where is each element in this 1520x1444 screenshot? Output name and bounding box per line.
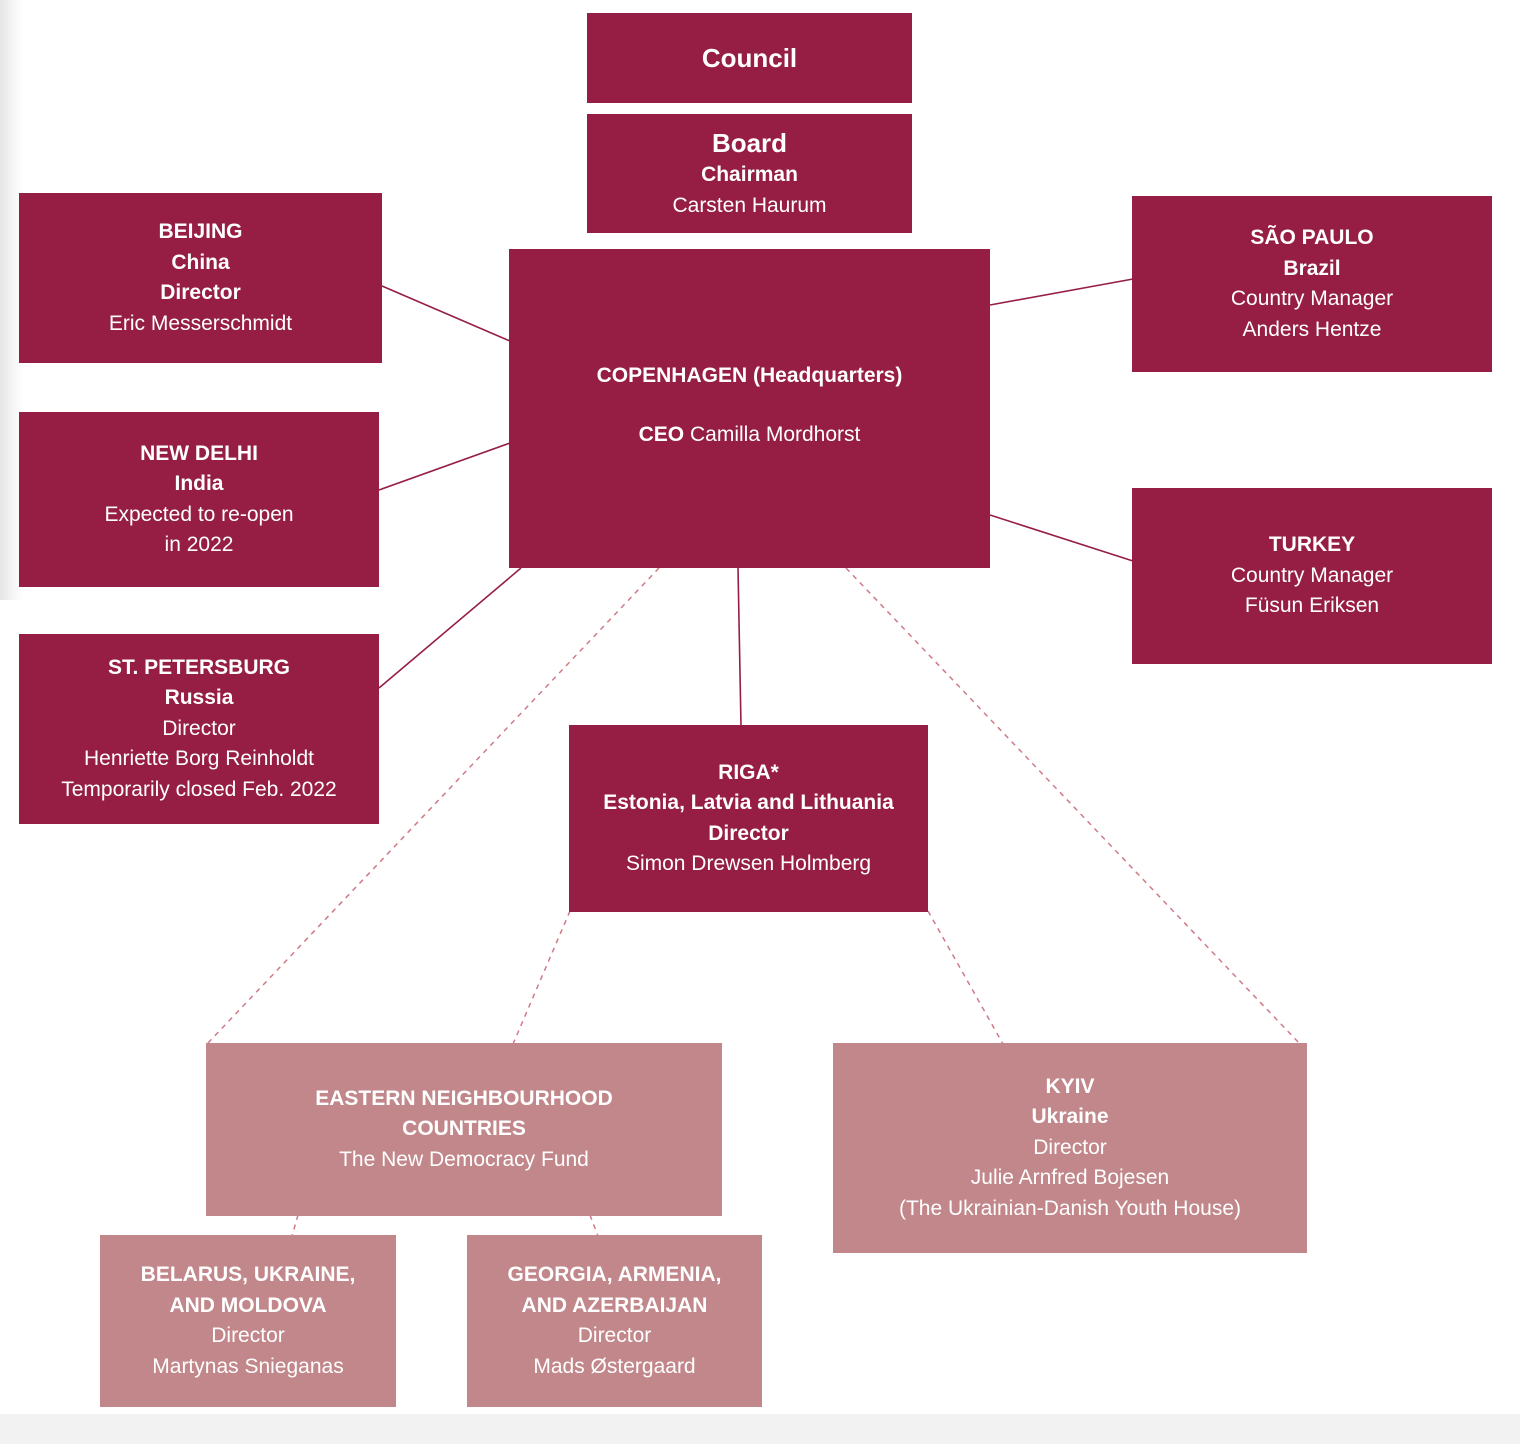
council-box: Council: [587, 13, 912, 103]
headquarters-title: COPENHAGEN (Headquarters): [596, 364, 903, 387]
kyiv-name: Julie Arnfred Bojesen: [970, 1166, 1170, 1190]
beijing-name: Eric Messerschmidt: [108, 311, 293, 335]
georgia-role: Director: [577, 1324, 652, 1347]
dash-riga-kyiv: [927, 910, 1004, 1045]
line-hq-st-petersburg: [378, 567, 522, 689]
dash-riga-eastern: [512, 910, 571, 1045]
kyiv-country: Ukraine: [1031, 1105, 1109, 1129]
line-hq-riga: [737, 567, 742, 727]
beijing-role: Director: [160, 281, 241, 304]
st-petersburg-country: Russia: [164, 686, 234, 710]
st-petersburg-box: ST. PETERSBURG Russia Director Henriette…: [19, 634, 379, 824]
headquarters-role: CEO: [638, 422, 685, 446]
line-hq-turkey: [989, 514, 1134, 562]
georgia-armenia-azerbaijan-box: GEORGIA, ARMENIA, AND AZERBAIJAN Directo…: [467, 1235, 762, 1407]
sao-paulo-role: Country Manager: [1230, 287, 1394, 310]
kyiv-city: KYIV: [1045, 1074, 1095, 1098]
dash-eastern-belarus: [291, 1214, 299, 1237]
turkey-city: TURKEY: [1268, 533, 1356, 557]
georgia-name: Mads Østergaard: [533, 1354, 696, 1378]
eastern-neighbourhood-box: EASTERN NEIGHBOURHOOD COUNTRIES The New …: [206, 1043, 722, 1216]
georgia-title-line2: AND AZERBAIJAN: [521, 1293, 708, 1317]
beijing-country: China: [171, 250, 230, 274]
sao-paulo-country: Brazil: [1283, 256, 1341, 280]
riga-box: RIGA* Estonia, Latvia and Lithuania Dire…: [569, 725, 928, 912]
turkey-role: Country Manager: [1230, 563, 1394, 587]
board-role: Chairman: [701, 163, 798, 186]
new-delhi-status-line2: in 2022: [164, 533, 234, 556]
belarus-title-line2: AND MOLDOVA: [169, 1293, 327, 1317]
headquarters-box: COPENHAGEN (Headquarters) CEO Camilla Mo…: [509, 249, 990, 568]
eastern-fund: The New Democracy Fund: [339, 1147, 589, 1171]
council-title: Council: [701, 43, 798, 73]
beijing-city: BEIJING: [158, 220, 243, 243]
belarus-title-line1: BELARUS, UKRAINE,: [140, 1263, 356, 1286]
riga-countries: Estonia, Latvia and Lithuania: [603, 791, 894, 814]
board-title: Board: [711, 128, 788, 158]
kyiv-role: Director: [1033, 1135, 1107, 1159]
dash-eastern-georgia: [589, 1214, 599, 1237]
riga-city: RIGA*: [718, 760, 779, 784]
eastern-title-line2: COUNTRIES: [402, 1117, 526, 1141]
st-petersburg-city: ST. PETERSBURG: [107, 655, 291, 679]
kyiv-org: (The Ukrainian-Danish Youth House): [898, 1196, 1242, 1220]
page-edge-shadow: [0, 0, 22, 600]
line-hq-beijing: [381, 285, 511, 342]
belarus-ukraine-moldova-box: BELARUS, UKRAINE, AND MOLDOVA Director M…: [100, 1235, 396, 1407]
st-petersburg-role: Director: [162, 716, 236, 740]
kyiv-box: KYIV Ukraine Director Julie Arnfred Boje…: [833, 1043, 1307, 1253]
riga-role: Director: [708, 821, 789, 845]
new-delhi-status-line1: Expected to re-open: [104, 502, 294, 526]
board-name: Carsten Haurum: [672, 193, 827, 217]
georgia-title-line1: GEORGIA, ARMENIA,: [507, 1263, 722, 1286]
eastern-title-line1: EASTERN NEIGHBOURHOOD: [315, 1086, 613, 1110]
st-petersburg-status: Temporarily closed Feb. 2022: [61, 777, 337, 801]
page-bottom-band: [0, 1414, 1520, 1444]
beijing-box: BEIJING China Director Eric Messerschmid…: [19, 193, 382, 363]
turkey-name: Füsun Eriksen: [1244, 594, 1380, 618]
belarus-role: Director: [211, 1324, 285, 1347]
belarus-name: Martynas Snieganas: [152, 1354, 344, 1378]
sao-paulo-city: SÃO PAULO: [1250, 226, 1374, 249]
turkey-box: TURKEY Country Manager Füsun Eriksen: [1132, 488, 1492, 664]
board-box: Board Chairman Carsten Haurum: [587, 114, 912, 233]
st-petersburg-name: Henriette Borg Reinholdt: [84, 747, 314, 771]
new-delhi-country: India: [174, 472, 224, 495]
sao-paulo-box: SÃO PAULO Brazil Country Manager Anders …: [1132, 196, 1492, 372]
headquarters-name: Camilla Mordhorst: [689, 422, 861, 446]
riga-name: Simon Drewsen Holmberg: [625, 852, 872, 875]
new-delhi-box: NEW DELHI India Expected to re-open in 2…: [19, 412, 379, 587]
new-delhi-city: NEW DELHI: [140, 441, 258, 465]
headquarters-ceo-line: CEO Camilla Mordhorst: [639, 420, 861, 451]
sao-paulo-name: Anders Hentze: [1242, 317, 1382, 341]
line-hq-sao-paulo: [989, 278, 1134, 306]
line-hq-new-delhi: [378, 442, 511, 491]
